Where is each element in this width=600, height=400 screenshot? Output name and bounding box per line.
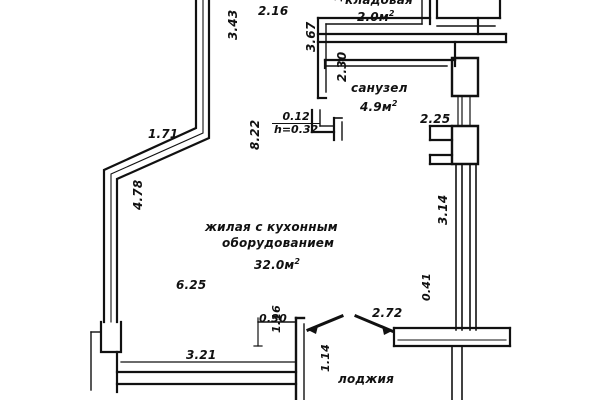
living-area-value: 32.0м bbox=[254, 258, 295, 272]
opening-width: 0.12 bbox=[272, 111, 321, 124]
dimension-1-16: 1.16 bbox=[270, 305, 283, 333]
bathroom-area-value: 4.9м bbox=[360, 100, 392, 114]
dimension-3-43: 3.43 bbox=[226, 9, 240, 40]
dimension-1-14: 1.14 bbox=[319, 344, 332, 372]
storage-area-sup: 2 bbox=[388, 9, 395, 18]
room-label-living-line1: жилая с кухонным bbox=[205, 220, 338, 234]
dimension-2-30: 2.30 bbox=[335, 51, 349, 82]
dimension-0-30: 0.30 bbox=[259, 312, 287, 325]
dimension-3-67: 3.67 bbox=[304, 21, 318, 52]
room-label-storage: кладовая bbox=[345, 0, 413, 7]
dimension-2-25: 2.25 bbox=[420, 112, 451, 126]
room-area-bathroom: 4.9м2 bbox=[360, 99, 398, 114]
dimension-arrowheads bbox=[308, 326, 392, 335]
room-label-living-line2: оборудованием bbox=[222, 236, 335, 250]
dimension-6-25: 6.25 bbox=[176, 278, 207, 292]
dimension-3-21: 3.21 bbox=[186, 348, 217, 362]
room-label-bathroom: санузел bbox=[351, 81, 408, 95]
dimension-8-22: 8.22 bbox=[248, 119, 262, 150]
dimension-0-41: 0.41 bbox=[420, 273, 433, 301]
room-area-storage: 2.0м2 bbox=[357, 9, 395, 24]
living-area-sup: 2 bbox=[294, 257, 301, 266]
dimension-1-71: 1.71 bbox=[148, 127, 179, 141]
dimension-3-14: 3.14 bbox=[436, 194, 450, 225]
dimension-2-16: 2.16 bbox=[258, 4, 289, 18]
dimension-1-33: 1.33 bbox=[332, 0, 345, 2]
room-area-living: 32.0м2 bbox=[254, 257, 301, 272]
bathroom-area-sup: 2 bbox=[391, 99, 398, 108]
room-label-loggia: лоджия bbox=[338, 372, 394, 386]
opening-annotation: 0.12 h=0.32 bbox=[272, 111, 321, 136]
dimension-2-72: 2.72 bbox=[372, 306, 403, 320]
storage-area-value: 2.0м bbox=[357, 10, 389, 24]
opening-height: h=0.32 bbox=[274, 122, 319, 136]
dimension-4-78: 4.78 bbox=[131, 179, 145, 210]
